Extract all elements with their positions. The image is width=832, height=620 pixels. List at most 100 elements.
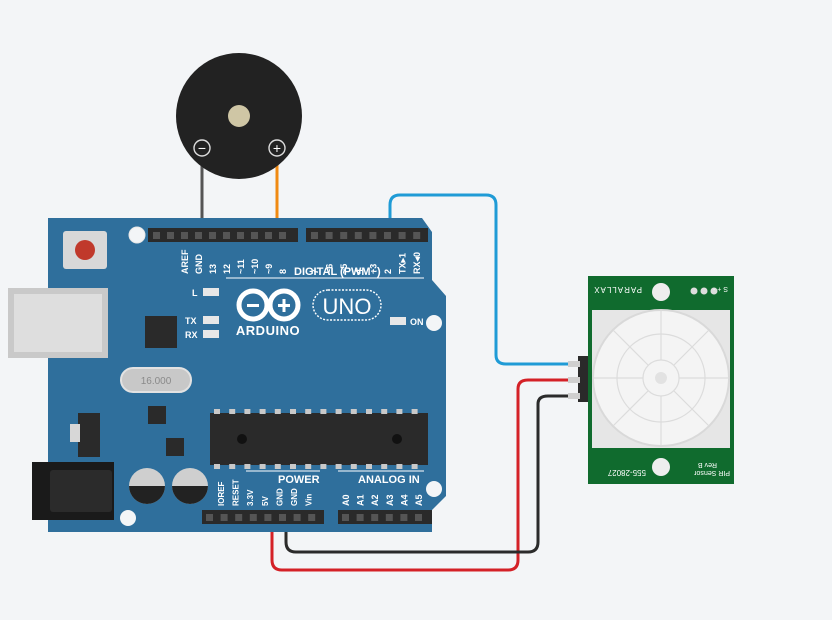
pin-hole[interactable] [206,514,213,521]
analog-pin-label: A3 [385,494,395,506]
pin-hole[interactable] [220,514,228,521]
pin-hole[interactable] [153,232,160,239]
pin-hole[interactable] [251,232,258,239]
pir-sensor[interactable]: PARALLAX S + - PIR Sensor Rev B 555-2802… [578,276,734,484]
analog-pin-label: A0 [341,494,351,506]
pin-hole[interactable] [235,514,243,521]
digital-pin-label: ~5 [339,264,349,274]
pin-hole[interactable] [181,232,188,239]
pin-hole[interactable] [415,514,422,521]
digital-pin-label: 8 [278,269,288,274]
power-header [202,510,324,524]
digital-pin-label: ~6 [325,264,335,274]
digital-pin-holes [153,232,421,239]
pin-hole[interactable] [325,232,333,239]
uno-badge [312,289,382,321]
buzzer-minus-label: − [198,140,206,156]
pir-rev-label: Rev B [698,461,717,468]
pin-hole[interactable] [308,514,316,521]
pin-hole[interactable] [264,514,272,521]
pin-hole[interactable] [354,232,362,239]
digital-pin-label: GND [194,254,204,275]
pin-hole[interactable] [371,514,379,521]
digital-pin-label: 7 [310,269,320,274]
pin-hole[interactable] [249,514,257,521]
digital-pin-label: 4 [354,269,364,274]
digital-pin-label: 2 [383,269,393,274]
digital-header-label: DIGITAL (PWM~) [294,266,381,278]
digital-pin-label: ~11 [236,259,246,274]
digital-pin-label: 13 [208,264,218,274]
pin-hole[interactable] [167,232,174,239]
usb-chip [145,316,177,348]
chip-dot [237,434,247,444]
pir-part-number: 555-28027 [607,468,646,477]
pin-hole[interactable] [311,232,318,239]
pin-hole[interactable] [293,514,301,521]
chip-dot [392,434,402,444]
pin-hole[interactable] [385,514,393,521]
pir-brand: PARALLAX [593,285,642,294]
ground-wire[interactable] [284,394,580,554]
pin-hole[interactable] [209,232,216,239]
pin-hole[interactable] [356,514,364,521]
led-on [390,317,406,325]
small-chip [148,406,166,424]
capacitor [129,468,165,504]
mounting-hole [426,315,442,331]
power-pin-label: Vin [305,494,314,506]
pir-mount-hole [652,458,670,476]
analog-pin-label: A1 [356,494,366,506]
wire-end [568,377,580,383]
power-pin-label: RESET [232,479,241,506]
power-pin-label: IOREF [217,481,226,506]
led-rx-label: RX [185,330,198,340]
pin-hole[interactable] [195,232,202,239]
pin-hole[interactable] [400,514,408,521]
analog-header-label: ANALOG IN [358,474,420,486]
led-l-label: L [192,288,198,298]
pir-lens-facets [593,310,729,446]
power-header-label: POWER [278,474,320,486]
pin-hole[interactable] [279,232,286,239]
signal-wire[interactable] [388,193,580,366]
crystal-label: 16.000 [141,376,172,387]
pir-pad [700,287,708,295]
pir-sensor-label: PIR Sensor [694,469,730,476]
pin-hole[interactable] [342,514,349,521]
pin-hole[interactable] [265,232,272,239]
digital-pin-label: ~3 [368,264,378,274]
arduino-uno[interactable]: 16.000 L TX RX ON ARDUINO UNO [8,218,446,532]
power-wire[interactable] [270,378,580,572]
analog-pin-label: A5 [414,494,424,506]
pin-hole[interactable] [279,514,286,521]
pin-hole[interactable] [384,232,391,239]
pin-hole[interactable] [340,232,348,239]
buzzer-plus-terminal [268,139,286,157]
buzzer-center [228,105,250,127]
pir-pins [578,356,590,402]
power-jack-front [50,470,112,512]
led-l [203,288,219,296]
piezo-buzzer[interactable]: − + [176,53,302,179]
pin-hole[interactable] [398,232,406,239]
power-pin-label: GND [290,488,299,506]
buzzer-plus-label: + [273,140,281,156]
led-tx-label: TX [185,316,197,326]
digital-pin-label: ~9 [264,264,274,274]
pin-hole[interactable] [237,232,244,239]
reset-button-cap[interactable] [75,240,95,260]
buzzer-minus-terminal [193,139,211,157]
pin-hole[interactable] [369,232,377,239]
power-pin-label: GND [275,488,284,506]
pir-pin-labels: S + - [712,285,728,292]
arduino-logo [236,288,301,322]
pin-hole[interactable] [223,232,230,239]
digital-pin-label: AREF [180,249,190,274]
pir-mount-hole [652,283,670,301]
pin-hole[interactable] [413,232,421,239]
pir-lens-center [655,372,667,384]
